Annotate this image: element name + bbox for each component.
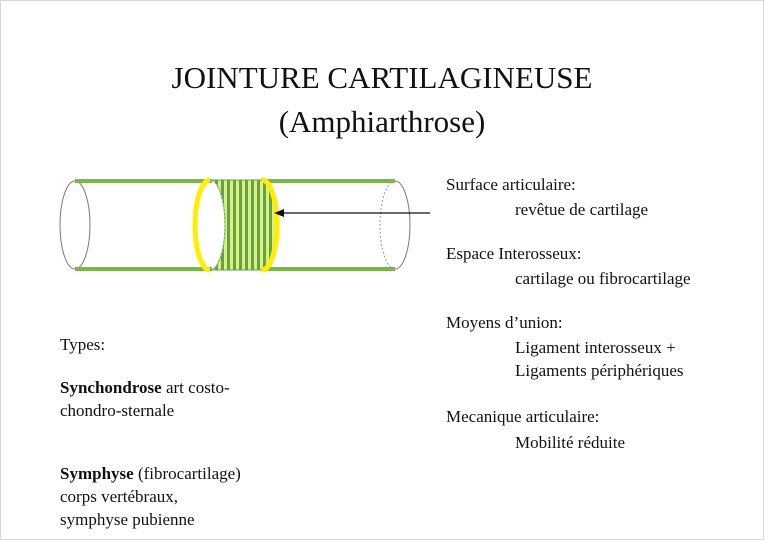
- type-synchondrose-desc-2: chondro-sternale: [60, 401, 175, 420]
- joint-diagram: [59, 177, 430, 273]
- slide-subtitle: (Amphiarthrose): [278, 104, 486, 139]
- feature-detail-surface: revêtue de cartilage: [515, 200, 649, 219]
- feature-detail-mecanique: Mobilité réduite: [515, 433, 626, 452]
- type-synchondrose-name: Synchondrose: [60, 378, 162, 397]
- type-symphyse: Symphyse (fibrocartilage): [60, 462, 241, 485]
- type-symphyse-desc-2: corps vertébraux,: [60, 487, 179, 506]
- feature-label-espace: Espace Interosseux:: [446, 244, 582, 263]
- feature-detail-moyens-1: Ligament interosseux +: [515, 338, 676, 357]
- type-symphyse-name: Symphyse: [60, 464, 134, 483]
- right-bone: [262, 179, 411, 271]
- left-bone: [59, 179, 212, 271]
- pointer-arrow: [274, 209, 430, 217]
- slide-title: JOINTURE CARTILAGINEUSE: [171, 60, 593, 95]
- cartilage-disc: [192, 177, 280, 273]
- type-symphyse-desc-3: symphyse pubienne: [60, 510, 195, 529]
- feature-label-surface: Surface articulaire:: [446, 175, 576, 194]
- types-heading: Types:: [60, 335, 106, 354]
- type-symphyse-desc: (fibrocartilage): [133, 464, 241, 483]
- type-synchondrose-desc: art costo-: [161, 378, 230, 397]
- feature-detail-moyens-2: Ligaments périphériques: [515, 361, 684, 380]
- type-synchondrose: Synchondrose art costo-: [60, 376, 230, 399]
- feature-label-moyens: Moyens d’union:: [446, 313, 563, 332]
- feature-label-mecanique: Mecanique articulaire:: [446, 407, 600, 426]
- feature-detail-espace: cartilage ou fibrocartilage: [515, 269, 691, 288]
